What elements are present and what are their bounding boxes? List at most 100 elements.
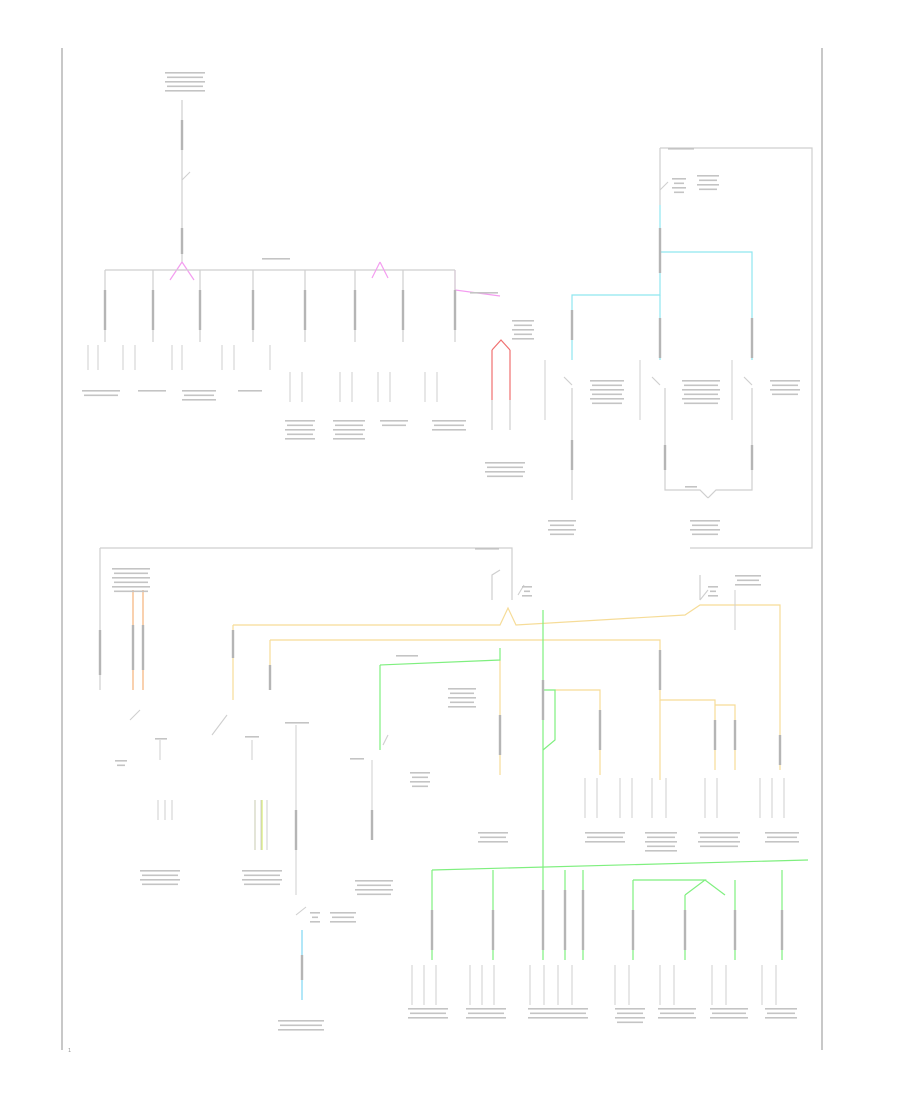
component-label-text <box>682 380 720 382</box>
component-label-text <box>287 433 313 436</box>
component-label-text <box>765 1008 797 1010</box>
component-label-text <box>765 841 799 843</box>
component-label-text <box>524 590 530 593</box>
component-label-text <box>528 1008 588 1010</box>
component-label-text <box>184 394 214 397</box>
component-label-text <box>140 879 180 881</box>
component-label-text <box>592 393 622 396</box>
component-label-text <box>684 384 718 387</box>
component-label-text <box>470 292 498 294</box>
wire-connector <box>453 290 457 330</box>
component-label-text <box>645 850 677 852</box>
component-label-text <box>412 785 428 788</box>
component-label-text <box>772 393 798 396</box>
component-label-text <box>590 380 624 382</box>
component-label-text <box>697 184 719 186</box>
wire-connector <box>778 735 782 765</box>
wire-green <box>633 879 707 896</box>
component-label-text <box>182 390 216 392</box>
wire-connector <box>750 445 754 470</box>
wire-pink <box>379 261 389 279</box>
wire-connector <box>98 630 102 675</box>
component-label-text <box>485 471 525 473</box>
component-label-text <box>697 175 719 177</box>
wire-connector <box>683 910 687 950</box>
component-label-text <box>522 595 532 597</box>
wire-light_blue <box>660 251 753 360</box>
switch-contact <box>295 906 307 916</box>
component-label-text <box>708 586 718 588</box>
component-label-text <box>468 1012 504 1015</box>
component-label-text <box>772 384 798 387</box>
component-label-text <box>645 841 677 843</box>
component-label-text <box>698 832 740 834</box>
wire-connector <box>491 910 495 950</box>
component-label-text <box>140 870 180 872</box>
component-label-text <box>410 781 430 783</box>
component-label-text <box>448 688 476 690</box>
component-label-text <box>280 1024 322 1027</box>
component-label-text <box>112 586 150 588</box>
component-label-text <box>112 568 150 570</box>
component-label-text <box>585 832 625 834</box>
component-label-text <box>690 520 720 522</box>
component-label-text <box>165 90 205 92</box>
switches <box>129 171 753 916</box>
component-label-text <box>700 836 738 839</box>
wire-yellow <box>555 689 601 775</box>
wire-pink <box>181 261 195 281</box>
wire-light_blue <box>571 205 661 360</box>
component-label-text <box>674 191 684 194</box>
component-label-text <box>167 85 203 88</box>
component-label-text <box>245 736 259 738</box>
wire-black <box>100 547 513 600</box>
component-label-text <box>692 533 718 536</box>
component-label-text <box>485 462 525 464</box>
wire-connector <box>268 665 272 690</box>
component-label-text <box>668 148 694 150</box>
wire-pink <box>371 261 381 279</box>
component-label-text <box>658 1017 696 1019</box>
component-label-text <box>475 548 499 550</box>
component-label-text <box>617 1021 643 1024</box>
component-label-text <box>432 429 466 431</box>
component-label-text <box>478 841 508 843</box>
switch-contact <box>743 376 753 386</box>
component-label-text <box>530 1012 586 1015</box>
wire-black <box>707 388 753 499</box>
wire-connector <box>401 290 405 330</box>
wire-connector <box>231 630 235 658</box>
component-label-text <box>647 845 675 848</box>
component-label-text <box>244 883 280 886</box>
component-label-text <box>710 1008 748 1010</box>
wire-connector <box>131 625 135 670</box>
wire-yellow <box>715 704 736 770</box>
wire-connector <box>541 890 545 950</box>
component-label-text <box>548 529 576 531</box>
component-label-text <box>699 188 717 191</box>
component-label-text <box>278 1029 324 1031</box>
component-label-text <box>165 72 205 74</box>
wire-yellow <box>233 604 781 770</box>
component-label-text <box>448 706 476 708</box>
wire-connector <box>658 650 662 690</box>
component-label-text <box>380 420 408 422</box>
component-label-text <box>770 389 800 391</box>
component-label-text <box>487 466 523 469</box>
switch-contact <box>181 171 191 181</box>
component-label-text <box>590 389 624 391</box>
component-label-text <box>333 438 365 440</box>
component-label-text <box>448 697 476 699</box>
switch-contact <box>699 589 709 601</box>
component-label-text <box>645 832 677 834</box>
component-label-text <box>684 393 718 396</box>
component-label-text <box>528 1017 588 1019</box>
component-label-text <box>312 916 318 919</box>
wire-connector <box>180 228 184 254</box>
wire-connector <box>563 890 567 950</box>
component-label-text <box>333 429 365 431</box>
wire-connector <box>353 290 357 330</box>
wire-connector <box>658 228 662 273</box>
component-label-text <box>647 836 675 839</box>
